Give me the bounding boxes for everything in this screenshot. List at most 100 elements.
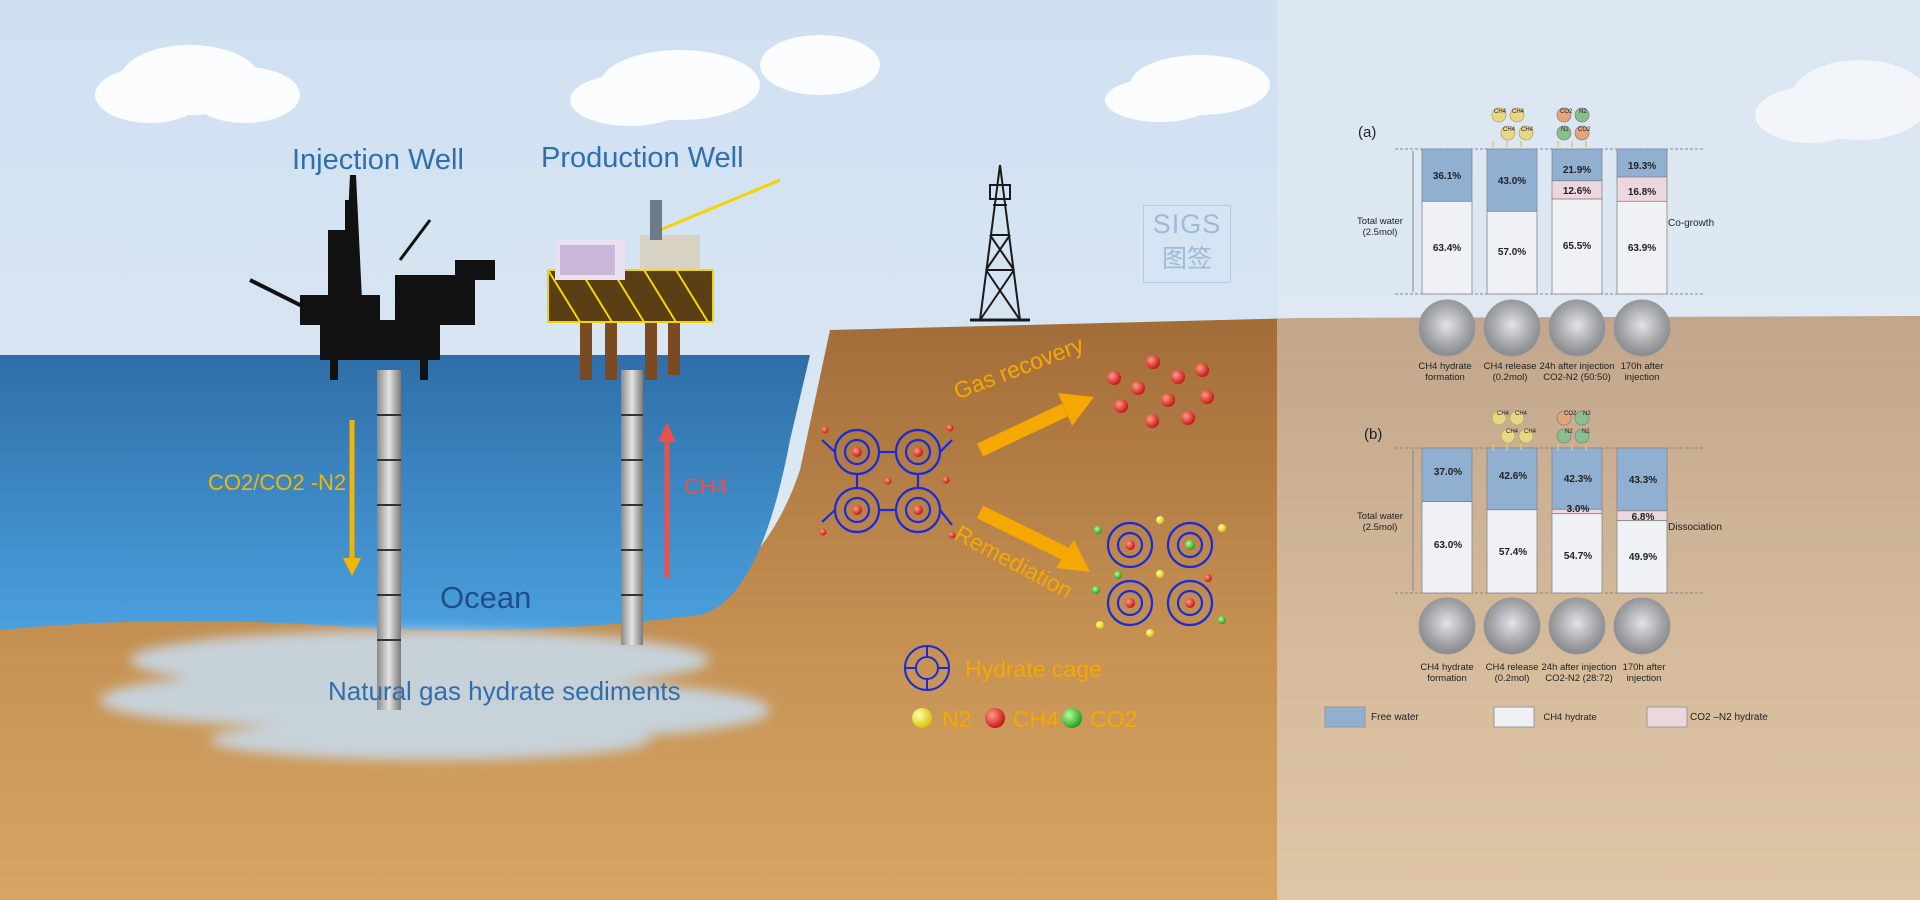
ch4-legend-dot bbox=[985, 708, 1005, 728]
panel_a-col2-reactor-photo bbox=[1483, 299, 1541, 357]
panel_b-ch4-badge-3 bbox=[1500, 428, 1516, 444]
a-col4-caption: 170h after injection bbox=[1620, 361, 1664, 383]
a-col2-caption: CH4 release (0.2mol) bbox=[1483, 361, 1537, 383]
gas-recovery-arrow bbox=[977, 393, 1094, 457]
cloud-icon bbox=[95, 35, 1920, 143]
co2-legend-dot bbox=[1062, 708, 1082, 728]
b-col3-top: 42.3% bbox=[1563, 474, 1593, 485]
panel_b-gas-badge-3 bbox=[1556, 428, 1572, 444]
panel_a-col1-ch4-hydrate bbox=[1421, 200, 1473, 295]
panel-b-total-water: Total water (2.5mol) bbox=[1357, 511, 1403, 533]
panel_a-col3-reactor-photo bbox=[1548, 299, 1606, 357]
b-col2-caption: CH4 release (0.2mol) bbox=[1485, 662, 1539, 684]
drilling-derrick-icon bbox=[970, 164, 1030, 322]
panel_b-col2-ch4-hydrate bbox=[1486, 509, 1538, 594]
panel_b-ch4-badge-1 bbox=[1491, 410, 1507, 426]
a-badge-co2-1: CO2 bbox=[1560, 109, 1573, 115]
panel_b-col1-free-water bbox=[1421, 447, 1473, 503]
a-col1-top: 36.1% bbox=[1432, 171, 1462, 182]
panel-b-tag: (b) bbox=[1364, 426, 1383, 443]
panel-a-side-label: Co-growth bbox=[1668, 218, 1715, 229]
panel_b-ch4-badge-2 bbox=[1509, 410, 1525, 426]
co2-legend-label: CO2 bbox=[1090, 706, 1138, 732]
a-col4-bottom: 63.9% bbox=[1627, 243, 1657, 254]
panel_a-col1-reactor-photo bbox=[1418, 299, 1476, 357]
a-col1-bottom: 63.4% bbox=[1432, 243, 1462, 254]
n2-legend-dot bbox=[912, 708, 932, 728]
b-col2-top: 42.6% bbox=[1498, 471, 1528, 482]
panel_b-col4-reactor-photo bbox=[1613, 597, 1671, 655]
panel-a-tag: (a) bbox=[1358, 124, 1377, 141]
panel-b-side-label: Dissociation bbox=[1668, 522, 1722, 533]
panel_a-ch4-badge-2 bbox=[1509, 107, 1525, 123]
ch4-legend-label: CH4 bbox=[1013, 706, 1060, 732]
remediation-molecules bbox=[1092, 516, 1226, 637]
ocean-water bbox=[0, 355, 810, 631]
b-col2-bottom: 57.4% bbox=[1498, 547, 1528, 558]
panel_a-gas-badge-1 bbox=[1556, 107, 1572, 123]
panel_a-col4-free-water bbox=[1616, 148, 1668, 178]
produced-gas-label: CH4 bbox=[684, 474, 729, 499]
b-col4-bottom: 49.9% bbox=[1628, 552, 1658, 563]
b-col1-bottom: 63.0% bbox=[1433, 540, 1463, 551]
panel_a-col4-ch4-hydrate bbox=[1616, 200, 1668, 295]
a-col3-bottom: 65.5% bbox=[1562, 241, 1592, 252]
legend-co2-n2-hydrate-swatch bbox=[1646, 706, 1688, 728]
b-col3-bottom: 54.7% bbox=[1563, 551, 1593, 562]
a-badge-co2-2: CO2 bbox=[1578, 127, 1591, 133]
injected-gas-label: CO2/CO2 -N2 bbox=[208, 470, 347, 495]
cage-guest-molecules bbox=[819, 424, 956, 539]
b-badge-ch4-1: CH4 bbox=[1497, 411, 1510, 417]
panel_b-col4-free-water bbox=[1616, 447, 1668, 512]
production-well-label: Production Well bbox=[541, 142, 744, 174]
b-col1-caption: CH4 hydrate formation bbox=[1420, 662, 1474, 684]
panel_b-gas-badge-1 bbox=[1556, 410, 1572, 426]
legend-ch4-hydrate-swatch bbox=[1493, 706, 1535, 728]
panel_b-col2-free-water bbox=[1486, 447, 1538, 511]
co2-replaced-cage-cluster bbox=[1106, 521, 1214, 627]
a-col4-mid: 16.8% bbox=[1627, 187, 1657, 198]
panel_b-gas-badge-4 bbox=[1574, 428, 1590, 444]
injection-platform-icon bbox=[249, 175, 495, 380]
panel_b-ch4-badge-4 bbox=[1518, 428, 1534, 444]
panel_b-col3-free-water bbox=[1551, 447, 1603, 510]
b-badge-ch4-3: CH4 bbox=[1506, 429, 1519, 435]
panel_b-col4-ch4-hydrate bbox=[1616, 520, 1668, 594]
a-badge-n2-2: N2 bbox=[1561, 127, 1569, 133]
production-pipe bbox=[621, 370, 643, 645]
watermark-line1: SIGS bbox=[1152, 209, 1222, 239]
injection-arrow bbox=[343, 420, 361, 576]
legend-co2-n2-hydrate-label: CO2 –N2 hydrate bbox=[1690, 712, 1768, 723]
b-col4-top: 43.3% bbox=[1628, 475, 1658, 486]
b-badge-n2-2: N2 bbox=[1565, 429, 1573, 435]
a-badge-ch4-3: CH4 bbox=[1503, 127, 1516, 133]
b-col3-caption: 24h after injection CO2-N2 (28:72) bbox=[1541, 662, 1617, 684]
b-col4-mid: 6.8% bbox=[1631, 512, 1655, 523]
legend-free-water-swatch bbox=[1324, 706, 1366, 728]
a-badge-ch4-4: CH4 bbox=[1521, 127, 1534, 133]
panel_a-ch4-badge-1 bbox=[1491, 107, 1507, 123]
panel_b-col1-reactor-photo bbox=[1418, 597, 1476, 655]
injection-pipe bbox=[377, 370, 401, 710]
b-badge-ch4-4: CH4 bbox=[1524, 429, 1537, 435]
injection-well-label: Injection Well bbox=[292, 144, 464, 176]
ocean-label: Ocean bbox=[440, 580, 532, 615]
experiment-panel bbox=[1277, 0, 1920, 900]
panel_a-col4-reactor-photo bbox=[1613, 299, 1671, 357]
panel_a-gas-badge-2 bbox=[1574, 107, 1590, 123]
a-col3-mid: 12.6% bbox=[1562, 186, 1592, 197]
panel_a-col2-ch4-hydrate bbox=[1486, 210, 1538, 295]
panel_a-gas-badge-4 bbox=[1574, 125, 1590, 141]
panel_a-gas-badge-3 bbox=[1556, 125, 1572, 141]
b-col4-caption: 170h after injection bbox=[1622, 662, 1666, 684]
panel_a-ch4-badge-4 bbox=[1518, 125, 1534, 141]
a-col4-top: 19.3% bbox=[1627, 161, 1657, 172]
hydrate-sediment-layer bbox=[100, 630, 770, 760]
legend-ch4-hydrate-label: CH4 hydrate bbox=[1543, 712, 1597, 723]
n2-legend-label: N2 bbox=[942, 706, 972, 732]
hydrate-cage-label: Hydrate cage bbox=[965, 656, 1102, 682]
panel_b-gas-badge-2 bbox=[1574, 410, 1590, 426]
a-col1-caption: CH4 hydrate formation bbox=[1418, 361, 1472, 383]
remediation-arrow bbox=[976, 505, 1090, 572]
